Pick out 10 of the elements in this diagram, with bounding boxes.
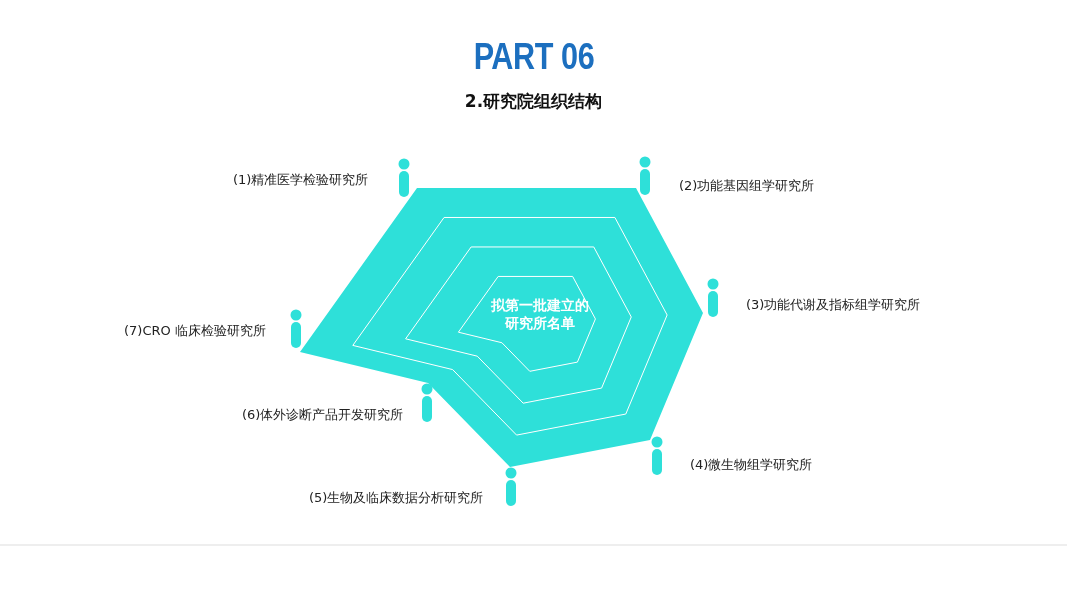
slide-subtitle: 2.研究院组织结构 [464, 91, 603, 111]
institute-label: (7)CRO 临床检验研究所 [124, 322, 266, 340]
institute-label: (4)微生物组学研究所 [690, 456, 813, 474]
slide-title: PART 06 [473, 36, 594, 78]
institute-label: (6)体外诊断产品开发研究所 [242, 406, 404, 424]
institute-label: (5)生物及临床数据分析研究所 [309, 489, 484, 507]
center-label: 拟第一批建立的研究所名单 [490, 297, 591, 332]
institute-label: (2)功能基因组学研究所 [679, 177, 815, 195]
institute-label: (1)精准医学检验研究所 [233, 171, 369, 189]
institute-label: (3)功能代谢及指标组学研究所 [746, 296, 921, 314]
